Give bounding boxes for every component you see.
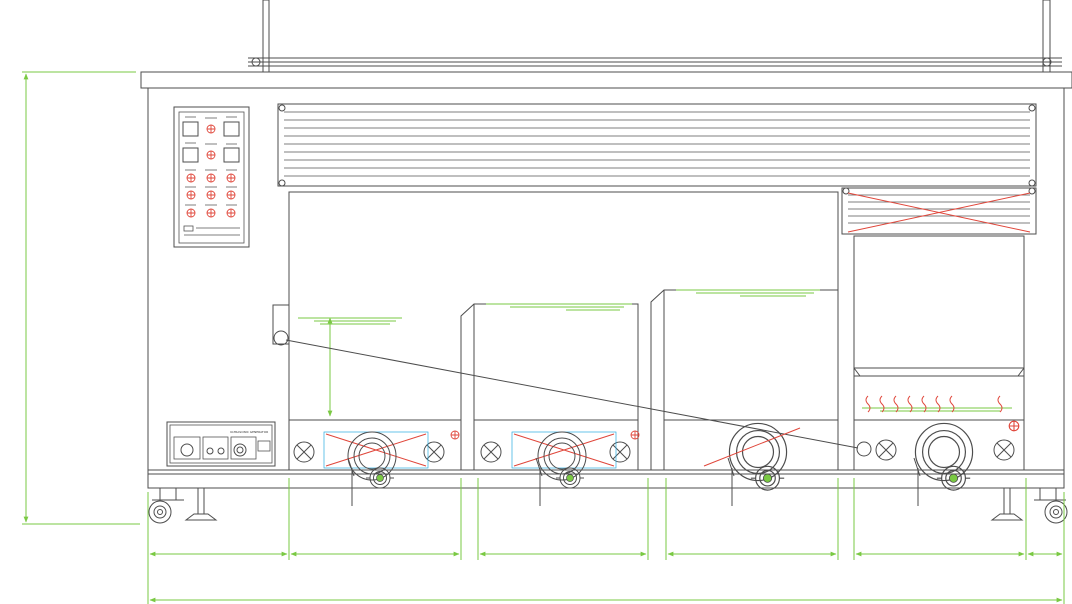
drain-valve-icon [423,441,445,463]
dryer-grille [841,187,1037,235]
tank1-bottom [293,430,460,506]
tank3-bottom [703,422,801,506]
power-switch-2[interactable] [223,121,240,137]
tank2-bottom [480,430,640,506]
display-icon [257,440,271,452]
heater-switch-1[interactable] [182,147,199,163]
overflow-inlet [856,441,872,457]
indicator-icon [206,447,214,455]
dial-icon[interactable] [233,443,247,457]
dryer-bottom [875,420,1020,506]
casters-and-feet [148,488,1068,524]
generator-title: ULTRASONIC GENERATOR [230,430,268,434]
lifting-frame [248,0,1062,73]
heater-coils [865,395,1003,413]
dimension-lines [22,71,1065,604]
indicator-icon [217,447,225,455]
heater-switch-2[interactable] [223,147,240,163]
power-knob-icon[interactable] [180,443,194,457]
machine-body [140,71,1072,489]
caster-wheel-icon [148,500,172,524]
indicator-light [206,150,216,160]
ultrasonic-generator: ULTRASONIC GENERATOR [166,421,276,467]
control-panel [173,106,250,248]
liquid-levels [298,289,1012,417]
indicator-light [206,124,216,134]
exhaust-grille [277,103,1037,187]
overflow-pipe [285,339,859,449]
tank-outlines [272,191,1025,470]
pump-icon [347,431,397,489]
power-switch-1[interactable] [182,121,199,137]
